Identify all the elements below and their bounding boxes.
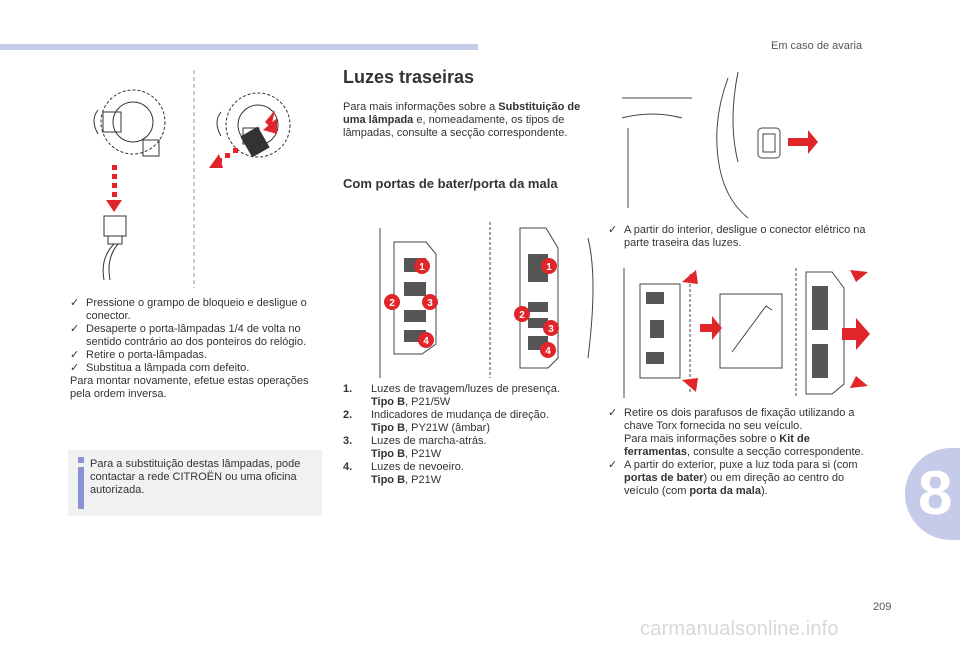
right-step-1: ✓A partir do interior, desligue o conect… [608, 224, 866, 249]
list-item: 2. Indicadores de mudança de direção.Tip… [343, 409, 549, 434]
page-number: 209 [873, 601, 892, 613]
rear-lamp-cluster-illustration: 1 2 3 4 1 2 3 4 [370, 218, 600, 380]
info-note-text: Para a substituição destas lâmpadas, pod… [90, 458, 301, 496]
info-note: Para a substituição destas lâmpadas, pod… [68, 450, 322, 516]
reassembly-text: Para montar novamente, efetue estas oper… [70, 375, 309, 400]
chapter-number: 8 [918, 459, 953, 528]
check-icon: ✓ [608, 224, 618, 236]
page-title: Luzes traseiras [343, 67, 475, 87]
check-icon: ✓ [70, 362, 80, 374]
list-item: 3. Luzes de marcha-atrás.Tipo B, P21W [343, 435, 487, 460]
callout-1: 1 [419, 262, 425, 273]
list-item: 1. Luzes de travagem/luzes de presença.T… [343, 383, 560, 408]
subsection-title: Com portas de bater/porta da mala [343, 176, 558, 191]
callout-4-right: 4 [545, 346, 551, 357]
section-title: Em caso de avaria [771, 40, 863, 52]
check-icon: ✓ [70, 297, 80, 309]
callout-4: 4 [423, 336, 429, 347]
left-steps: ✓Pressione o grampo de bloqueio e deslig… [70, 297, 324, 401]
header-accent-bar [0, 44, 478, 50]
callout-2: 2 [389, 298, 395, 309]
intro-text: Para mais informações sobre a Substituiç… [343, 101, 581, 139]
check-icon: ✓ [608, 407, 618, 419]
lamp-list: 1. Luzes de travagem/luzes de presença.T… [343, 383, 593, 487]
callout-1-right: 1 [546, 262, 552, 273]
lamp-holder-twist-illustration [203, 80, 318, 190]
info-icon [78, 457, 84, 509]
fog-lamp-unplug-illustration [78, 70, 188, 280]
check-icon: ✓ [608, 459, 618, 471]
right-step-2: ✓ Retire os dois parafusos de fixação ut… [608, 407, 864, 497]
check-icon: ✓ [70, 323, 80, 335]
list-item: 4. Luzes de nevoeiro.Tipo B, P21W [343, 461, 464, 486]
connector-interior-illustration [618, 68, 818, 218]
callout-2-right: 2 [519, 310, 525, 321]
callout-3: 3 [427, 298, 433, 309]
callout-3-right: 3 [548, 324, 554, 335]
check-icon: ✓ [70, 349, 80, 361]
figure-divider [193, 70, 195, 288]
rear-lamp-removal-illustration [620, 264, 872, 398]
watermark: carmanualsonline.info [640, 618, 839, 640]
